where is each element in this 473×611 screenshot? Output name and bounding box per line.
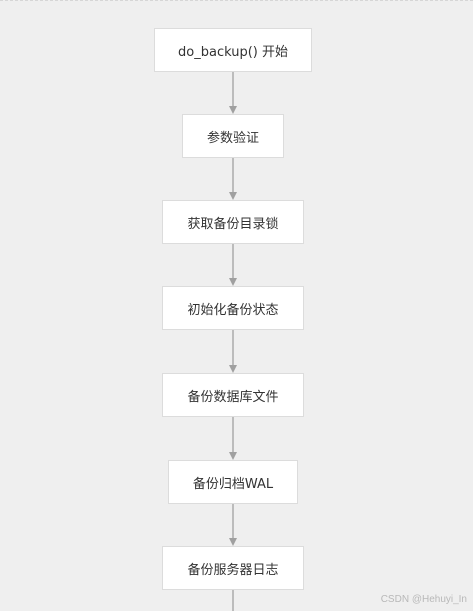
step-backup-server-logs: 备份服务器日志 <box>162 546 304 590</box>
step-acquire-backup-lock: 获取备份目录锁 <box>162 200 304 244</box>
connector-arrowhead-1 <box>229 106 237 114</box>
step-backup-archive-wal: 备份归档WAL <box>168 460 298 504</box>
step-label: 参数验证 <box>206 130 259 146</box>
step-label: do_backup() 开始 <box>178 44 288 60</box>
connector-arrowhead-5 <box>229 452 237 460</box>
connector-arrowhead-2 <box>229 192 237 200</box>
watermark: CSDN @Hehuyi_In <box>380 594 467 605</box>
connector-arrowhead-3 <box>229 278 237 286</box>
step-parameter-validation: 参数验证 <box>182 114 284 158</box>
step-label: 备份数据库文件 <box>187 389 279 405</box>
step-init-backup-state: 初始化备份状态 <box>162 286 304 330</box>
connector-arrowhead-6 <box>229 538 237 546</box>
step-label: 获取备份目录锁 <box>187 216 279 232</box>
top-border <box>0 0 473 1</box>
step-label: 初始化备份状态 <box>187 302 279 318</box>
step-label: 备份归档WAL <box>192 476 274 492</box>
step-backup-db-files: 备份数据库文件 <box>162 373 304 417</box>
step-do-backup-start: do_backup() 开始 <box>154 28 312 72</box>
step-label: 备份服务器日志 <box>187 562 279 578</box>
connector-arrowhead-4 <box>229 365 237 373</box>
